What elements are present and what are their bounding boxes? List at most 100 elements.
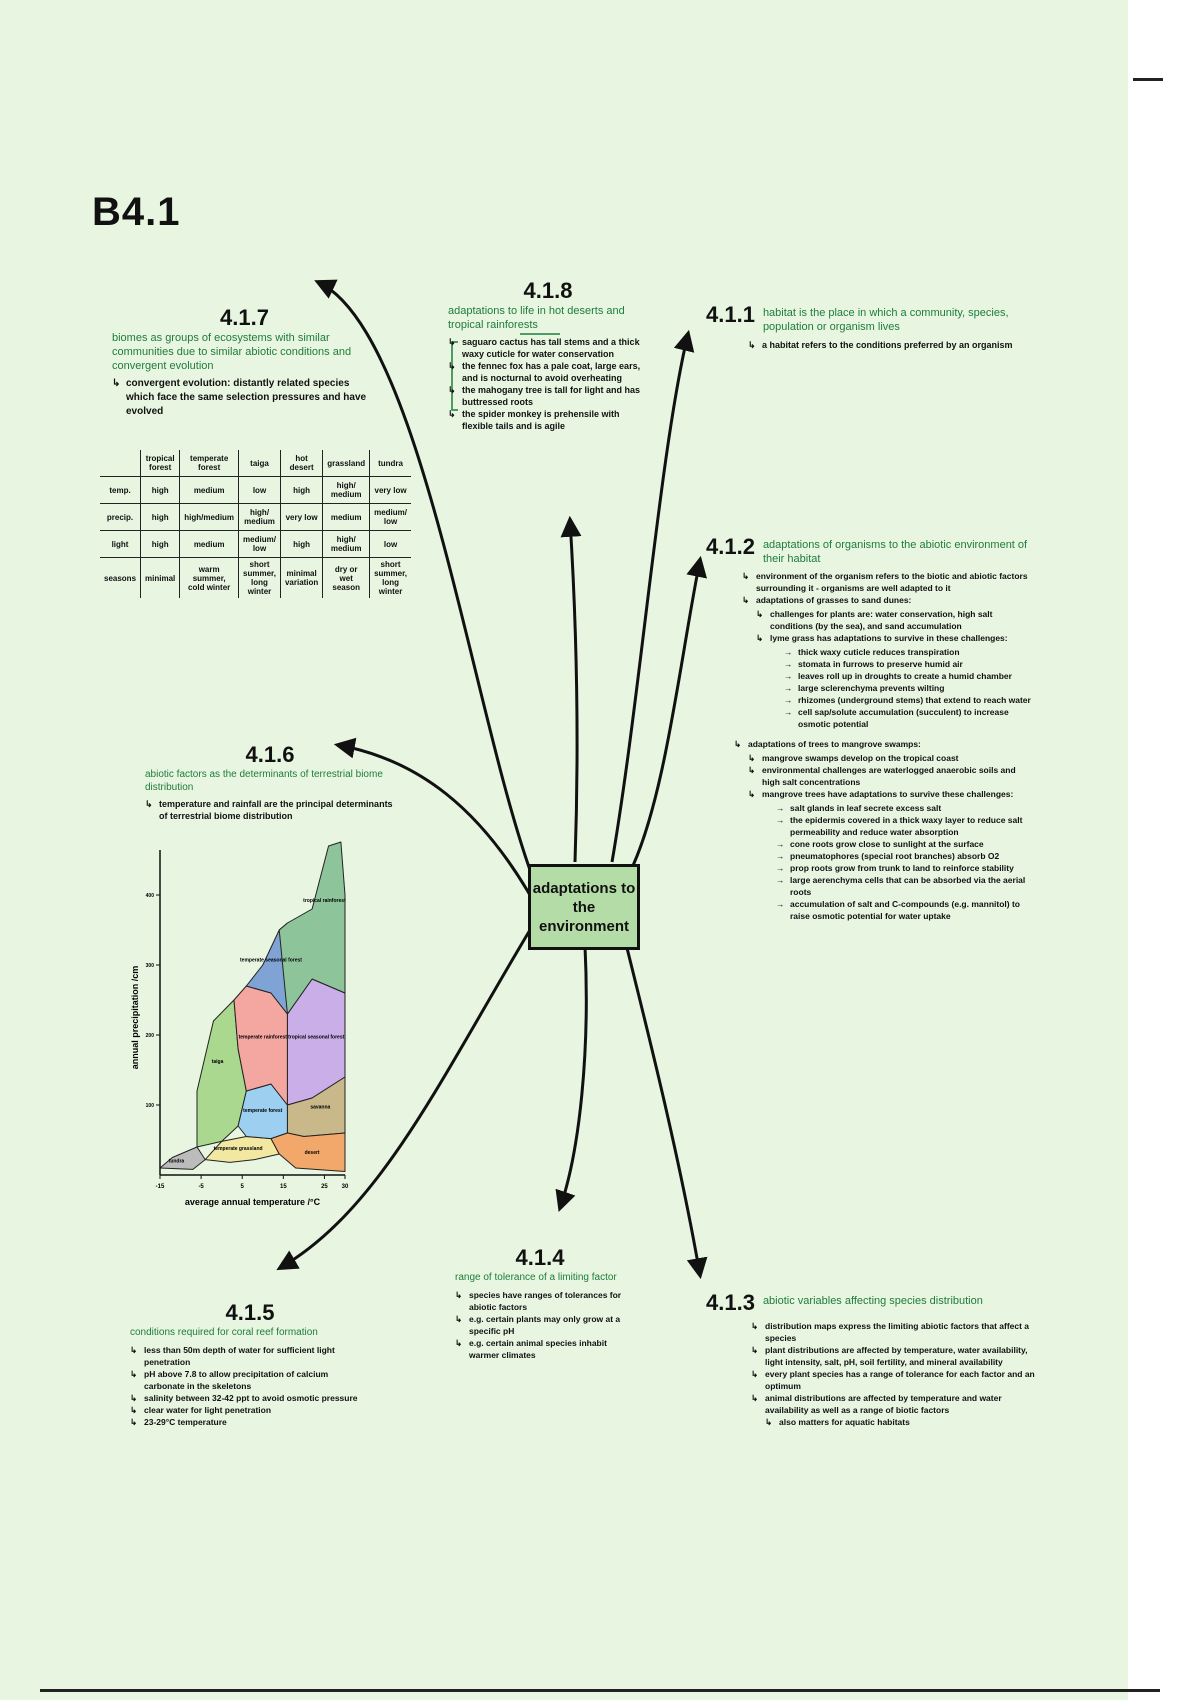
- y-tick-label: 200: [146, 1033, 155, 1039]
- bullet: also matters for aquatic habitats: [765, 1416, 1036, 1428]
- table-cell: low: [238, 476, 281, 504]
- sub-bullet: large aerenchyma cells that can be absor…: [776, 874, 1031, 898]
- biome-table-wrap: tropical forest temperate forest taiga h…: [100, 450, 411, 598]
- sub-bullet: accumulation of salt and C-compounds (e.…: [776, 898, 1031, 922]
- section-title: adaptations of organisms to the abiotic …: [762, 539, 1028, 565]
- table-cell: very low: [369, 476, 411, 504]
- table-row: precip. high high/medium high/ medium ve…: [100, 503, 411, 531]
- arrow-to-415: [276, 929, 532, 1271]
- biome-region-label: taiga: [212, 1059, 224, 1065]
- arrow-to-412: [628, 555, 708, 873]
- section-title: range of tolerance of a limiting factor: [455, 1272, 617, 1283]
- bullet: a habitat refers to the conditions prefe…: [748, 338, 1026, 352]
- bullet: less than 50m depth of water for suffici…: [130, 1344, 370, 1368]
- table-cell: high/ medium: [238, 503, 281, 531]
- bullet-text: lyme grass has adaptations to survive in…: [770, 633, 1008, 643]
- bullet-text: mangrove trees have adaptations to survi…: [762, 789, 1014, 799]
- table-header: hot desert: [279, 450, 324, 477]
- section-412: 4.1.2 adaptations of organisms to the ab…: [706, 534, 1031, 922]
- bullet: the fennec fox has a pale coat, large ea…: [448, 360, 648, 384]
- x-axis-label: average annual temperature /°C: [185, 1197, 321, 1207]
- table-cell: high: [140, 530, 181, 558]
- x-tick-label: 25: [321, 1184, 328, 1190]
- y-tick-label: 300: [146, 963, 155, 969]
- section-number: 4.1.4: [515, 1245, 565, 1270]
- table-cell: high: [140, 503, 181, 531]
- sub-bullet: cone roots grow close to sunlight at the…: [776, 838, 1031, 850]
- table-cell: minimal variation: [279, 557, 324, 598]
- biome-region-label: temperate grassland: [214, 1146, 263, 1152]
- bullet: adaptations of grasses to sand dunes: ch…: [742, 594, 1031, 730]
- table-header: tropical forest: [140, 450, 181, 477]
- table-cell: dry or wet season: [322, 557, 371, 598]
- page-bottom-rule: [40, 1689, 1160, 1692]
- bullet: e.g. certain animal species inhabit warm…: [455, 1337, 625, 1361]
- table-header: tundra: [369, 450, 411, 477]
- section-413: 4.1.3 abiotic variables affecting specie…: [706, 1290, 1036, 1428]
- section-title: conditions required for coral reef forma…: [130, 1327, 318, 1338]
- bullet: clear water for light penetration: [130, 1404, 370, 1416]
- section-417: 4.1.7 biomes as groups of ecosystems wit…: [112, 305, 377, 419]
- sub-bullet: cell sap/solute accumulation (succulent)…: [784, 706, 1031, 730]
- sub-bullet: stomata in furrows to preserve humid air: [784, 658, 1031, 670]
- table-cell: short summer, long winter: [238, 557, 281, 598]
- bullet: pH above 7.8 to allow precipitation of c…: [130, 1368, 370, 1392]
- arrow-to-416: [333, 737, 532, 896]
- section-number: 4.1.3: [706, 1290, 755, 1315]
- x-tick-label: -15: [156, 1184, 165, 1190]
- arrow-to-411: [610, 329, 695, 863]
- section-414: 4.1.4 range of tolerance of a limiting f…: [455, 1245, 625, 1361]
- table-header: [100, 450, 142, 477]
- bullet: animal distributions are affected by tem…: [751, 1392, 1036, 1416]
- bullet: species have ranges of tolerances for ab…: [455, 1289, 625, 1313]
- x-tick-label: 15: [280, 1184, 287, 1190]
- bullet: mangrove swamps develop on the tropical …: [748, 752, 1031, 764]
- x-tick-label: 30: [342, 1184, 349, 1190]
- biome-region-label: temperate forest: [243, 1108, 283, 1114]
- biome-region: [278, 841, 346, 1015]
- arrow-to-417: [314, 279, 532, 871]
- sub-bullet: prop roots grow from trunk to land to re…: [776, 862, 1031, 874]
- table-header-row: tropical forest temperate forest taiga h…: [100, 450, 411, 477]
- bullet: mangrove trees have adaptations to survi…: [748, 788, 1031, 922]
- arrow-to-418: [560, 515, 582, 863]
- table-header: grassland: [322, 450, 371, 477]
- bullet: plant distributions are affected by temp…: [751, 1344, 1036, 1368]
- biome-distribution-chart: tundra taiga temperate forest temperate gra…: [130, 841, 349, 1207]
- biome-region: [159, 1146, 206, 1170]
- biome-region-label: savanna: [310, 1105, 330, 1111]
- bullet: e.g. certain plants may only grow at a s…: [455, 1313, 625, 1337]
- bullet: saguaro cactus has tall stems and a thic…: [448, 336, 648, 360]
- section-number: 4.1.1: [706, 302, 755, 327]
- y-axis-label: annual precipitation /cm: [130, 966, 140, 1070]
- sub-bullet: salt glands in leaf secrete excess salt: [776, 802, 1031, 814]
- bullet: salinity between 32-42 ppt to avoid osmo…: [130, 1392, 370, 1404]
- central-topic-line1: adaptations to: [532, 879, 636, 897]
- bullet-text: adaptations of grasses to sand dunes:: [756, 595, 912, 605]
- biome-region-label: tundra: [169, 1158, 185, 1164]
- table-cell: temp.: [100, 476, 142, 504]
- bullet: every plant species has a range of toler…: [751, 1368, 1036, 1392]
- bullet: challenges for plants are: water conserv…: [756, 608, 1031, 632]
- biome-table: tropical forest temperate forest taiga h…: [100, 450, 411, 598]
- section-number: 4.1.7: [220, 305, 269, 330]
- table-cell: high: [279, 530, 324, 558]
- section-416: 4.1.6 abiotic factors as the determinant…: [145, 742, 395, 822]
- section-title: abiotic factors as the determinants of t…: [145, 769, 383, 793]
- table-cell: precip.: [100, 503, 142, 531]
- sub-bullet: pneumatophores (special root branches) a…: [776, 850, 1031, 862]
- x-tick-label: 5: [241, 1184, 245, 1190]
- table-cell: warm summer, cold winter: [179, 557, 240, 598]
- sub-bullet: leaves roll up in droughts to create a h…: [784, 670, 1031, 682]
- table-cell: short summer, long winter: [369, 557, 411, 598]
- section-title: adaptations to life in hot deserts and t…: [448, 305, 625, 331]
- section-415: 4.1.5 conditions required for coral reef…: [130, 1300, 370, 1428]
- table-cell: light: [100, 530, 142, 558]
- bullet: environmental challenges are waterlogged…: [748, 764, 1031, 788]
- biome-region-label: desert: [305, 1150, 320, 1156]
- y-tick-label: 400: [146, 893, 155, 899]
- sub-bullet: large sclerenchyma prevents wilting: [784, 682, 1031, 694]
- section-number: 4.1.2: [706, 534, 755, 559]
- biome-region-label: temperate seasonal forest: [240, 958, 302, 964]
